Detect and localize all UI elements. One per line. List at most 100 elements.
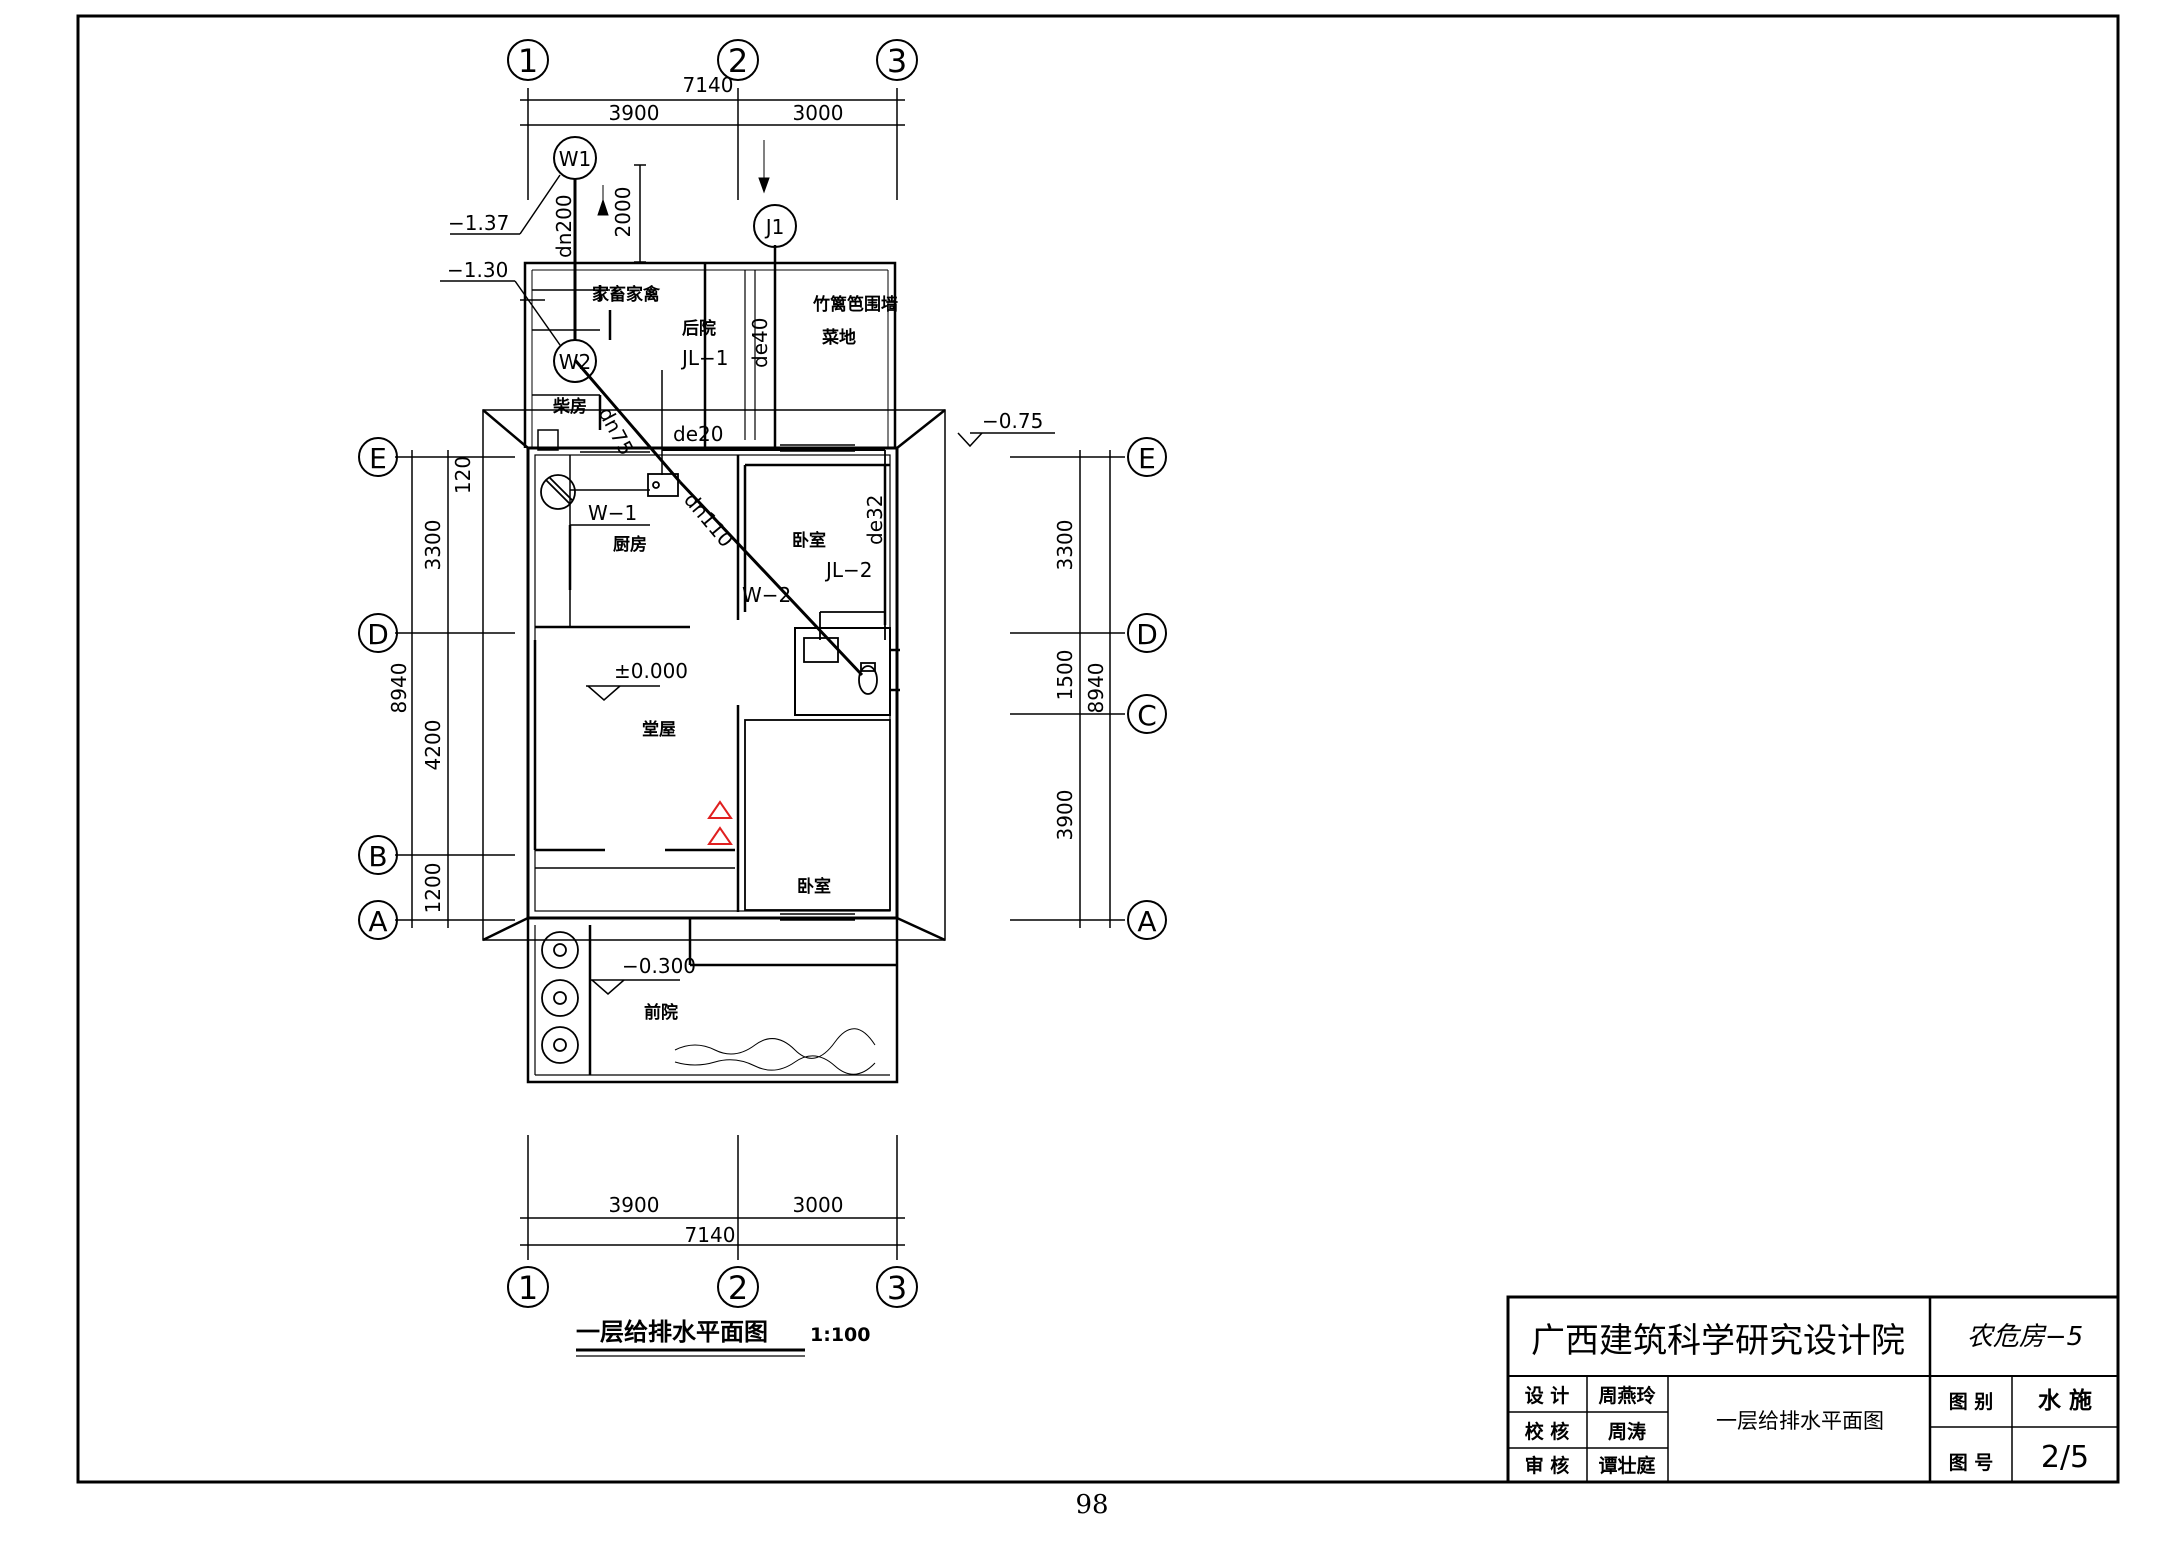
elevation-leaders [440,174,1055,995]
number-value: 2/5 [2041,1440,2089,1475]
pipe-jl1: JL−1 [680,346,729,370]
axis-d-left: D [367,618,389,651]
tree-icon [541,1026,579,1064]
pipe-dn75: dn75 [594,403,639,459]
fixtures [540,473,878,1075]
dimension-texts: 7140 3900 3000 3900 3000 7140 120 3300 8… [387,73,1108,1247]
dim-left-4200: 4200 [421,720,445,771]
axis-1-top: 1 [518,42,538,80]
dim-pipe-2000: 2000 [611,187,635,238]
room-bamboo-fence: 竹篱笆围墙 [812,294,898,315]
drawing-title-text: 一层给排水平面图 [576,1318,768,1346]
stove-icon [540,474,576,510]
axis-1-bottom: 1 [518,1269,538,1307]
dim-bottom-a: 3900 [609,1193,660,1217]
elev-w2: −1.30 [447,258,508,282]
dim-top-b: 3000 [793,101,844,125]
pipes [573,140,886,677]
room-backyard: 后院 [682,318,716,339]
dim-right-1500: 1500 [1053,650,1077,701]
warning-triangle-icon [707,800,733,819]
pipe-de40: de40 [748,318,772,368]
pipe-w1: W−1 [588,501,637,525]
elev-outdoor: −0.75 [982,409,1043,433]
pipe-dn110: dn110 [679,488,738,552]
warning-triangle-icon [707,826,733,845]
dim-left-1200: 1200 [421,863,445,914]
room-kitchen: 厨房 [613,534,647,555]
room-bedroom1: 卧室 [792,530,826,551]
room-vegetable: 菜地 [821,327,856,348]
axis-2-top: 2 [728,42,748,80]
room-hall: 堂屋 [642,719,676,740]
review-label: 审 核 [1525,1454,1570,1477]
axis-a-left: A [368,905,387,938]
axis-3-bottom: 3 [887,1269,907,1307]
pipe-dn200: dn200 [552,194,576,258]
warning-markers [707,800,733,845]
elev-frontyard: −0.300 [622,954,696,978]
sheet-border [76,14,2120,1484]
tree-icon [541,979,579,1017]
title-block: 广西建筑科学研究设计院 农危房−5 一层给排水平面图 设 计 周燕玲 校 核 周… [1506,1295,2120,1484]
dim-right-3900: 3900 [1053,790,1077,841]
axis-3-top: 3 [887,42,907,80]
axis-b-left: B [368,840,387,873]
review-name: 谭壮庭 [1598,1454,1655,1477]
dim-left-120: 120 [451,456,475,494]
page-number: 98 [1075,1490,1109,1520]
room-bedroom2: 卧室 [797,876,831,897]
building-walls [482,261,946,1084]
vegetation-hatch [674,1028,876,1075]
axis-d-right: D [1136,618,1158,651]
node-w2-label: W2 [559,350,592,374]
room-frontyard: 前院 [644,1002,678,1023]
axis-grid [395,88,1125,1260]
dim-left-8940: 8940 [387,663,411,714]
axis-e-right: E [1138,442,1156,475]
pipe-de32: de32 [863,495,887,545]
node-j1 [753,204,797,248]
dim-top-a: 3900 [609,101,660,125]
axis-2-bottom: 2 [728,1269,748,1307]
kitchen-sink-icon [647,473,679,497]
check-label: 校 核 [1525,1420,1570,1443]
number-label: 图 号 [1949,1452,1994,1474]
tree-icon [541,931,579,969]
pipe-w2: W−2 [742,583,791,607]
room-woodshed: 柴房 [552,396,587,417]
elev-hall: ±0.000 [614,659,688,683]
category-label: 图 别 [1949,1391,1994,1413]
dim-top-total: 7140 [683,73,734,97]
room-livestock: 家畜家禽 [592,284,661,305]
check-name: 周涛 [1608,1421,1646,1443]
axis-c-right: C [1137,699,1157,732]
axis-e-left: E [369,442,387,475]
dim-left-3300: 3300 [421,520,445,571]
drawing-scale: 1:100 [810,1324,870,1346]
institute-name: 广西建筑科学研究设计院 [1531,1321,1905,1361]
node-w1 [553,136,597,180]
node-w2 [553,339,597,383]
node-w1-label: W1 [559,147,592,171]
pipe-labels: dn200 de40 dn75 de20 dn110 de32 JL−1 JL−… [552,194,887,607]
title-block-drawing-name: 一层给排水平面图 [1716,1409,1884,1433]
dim-right-8940: 8940 [1084,663,1108,714]
room-labels: 家畜家禽 后院 竹篱笆围墙 菜地 柴房 厨房 卧室 堂屋 卧室 前院 [552,284,898,1023]
wash-basin-icon [803,637,839,663]
drawing-title: 一层给排水平面图 1:100 [576,1318,870,1357]
axis-bubbles [358,39,1167,1308]
node-j1-label: J1 [764,215,785,239]
toilet-icon [858,665,878,695]
axis-a-right: A [1137,905,1156,938]
elev-w1: −1.37 [448,211,509,235]
axis-labels: 1 2 3 1 2 3 E D B A E D C A [367,42,1158,1307]
design-name: 周燕玲 [1598,1384,1656,1407]
pipe-nodes: W1 W2 J1 [553,136,797,383]
category-value: 水 施 [2038,1387,2092,1414]
elevation-texts: −1.37 −1.30 −0.75 ±0.000 −0.300 [447,211,1043,978]
dim-bottom-total: 7140 [685,1223,736,1247]
pipe-jl2: JL−2 [824,558,873,582]
dim-bottom-b: 3000 [793,1193,844,1217]
